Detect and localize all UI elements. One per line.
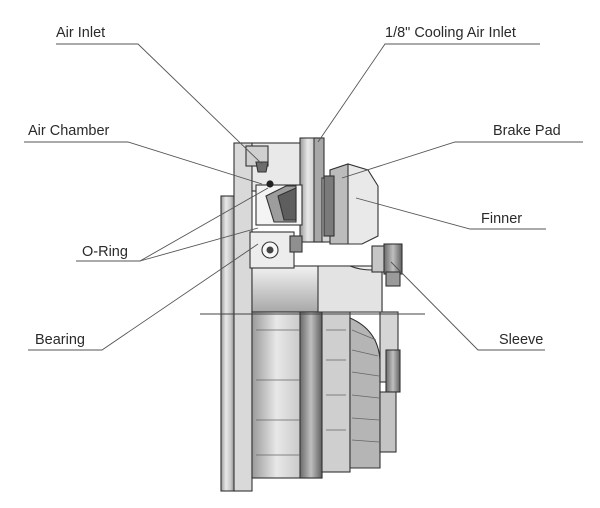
- label-brake-pad: Brake Pad: [493, 123, 561, 139]
- hub-body: [251, 265, 383, 479]
- label-air-chamber: Air Chamber: [28, 123, 110, 139]
- label-finner: Finner: [481, 211, 523, 227]
- finner-sleeve: [317, 243, 403, 313]
- label-air-inlet: Air Inlet: [56, 25, 106, 41]
- back-flange: [220, 142, 253, 492]
- air-chamber: [255, 180, 303, 226]
- finned-section: [349, 311, 401, 469]
- bearing: [249, 231, 303, 269]
- label-o-ring: O-Ring: [82, 244, 128, 260]
- label-bearing: Bearing: [35, 332, 85, 348]
- label-sleeve: Sleeve: [499, 332, 544, 348]
- leader-lines: [24, 43, 583, 351]
- brake-pad: [323, 163, 379, 245]
- label-cooling-air-inlet: 1/8" Cooling Air Inlet: [385, 25, 516, 41]
- air-inlet-fitting: [245, 145, 269, 173]
